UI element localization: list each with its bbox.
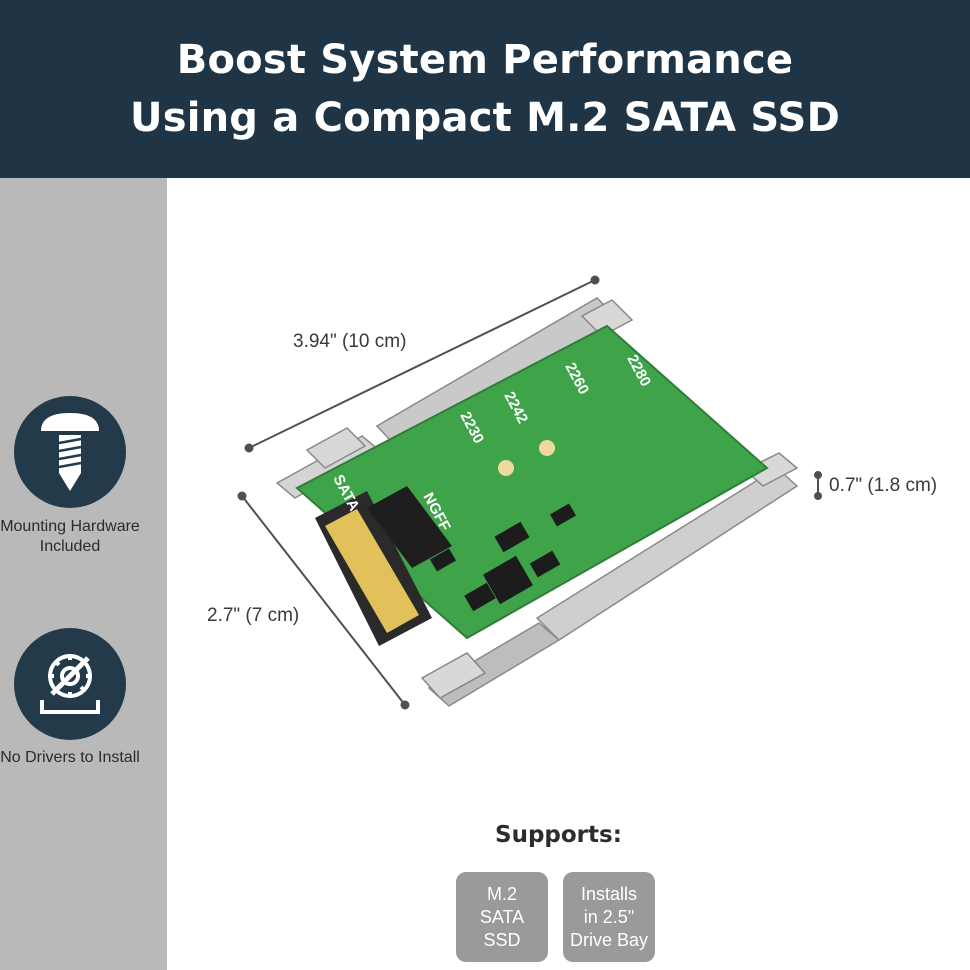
screw-icon (14, 396, 126, 508)
product-illustration: 2280 2260 2242 2230 NGFF SATA (237, 275, 822, 710)
badge-line: SATA (479, 906, 525, 927)
feature-label-line2: Included (39, 538, 101, 555)
badge-line: SSD (483, 929, 521, 950)
badge-line: Installs (580, 883, 638, 904)
badge-line: in 2.5" (583, 906, 635, 927)
feature-sidebar: Mounting Hardware Included No Drivers to… (0, 178, 167, 970)
badge-line: Drive Bay (569, 929, 649, 950)
sata-connector (315, 491, 432, 646)
feature-label-line1: Mounting Hardware (0, 518, 140, 535)
dimension-height: 0.7" (1.8 cm) (829, 475, 938, 496)
dimension-guides (237, 275, 822, 710)
badge-m2-sata-ssd: M.2 SATA SSD (456, 872, 548, 962)
dimension-length: 3.94" (10 cm) (293, 331, 407, 352)
no-drivers-icon (14, 628, 126, 740)
header-title-line2: Using a Compact M.2 SATA SSD (130, 95, 840, 141)
m2-slot (367, 486, 452, 568)
header-title-line1: Boost System Performance (176, 37, 794, 83)
chips (429, 503, 577, 612)
dimension-width: 2.7" (7 cm) (207, 605, 300, 626)
badge-line: M.2 (486, 883, 517, 904)
feature-label: No Drivers to Install (0, 749, 140, 766)
supports-title: Supports: (495, 822, 622, 848)
badge-drive-bay: Installs in 2.5" Drive Bay (563, 872, 655, 962)
page-header: Boost System Performance Using a Compact… (0, 0, 970, 178)
product-area: 2280 2260 2242 2230 NGFF SATA 3.94" (10 … (167, 178, 970, 970)
mount-holes (498, 440, 555, 476)
